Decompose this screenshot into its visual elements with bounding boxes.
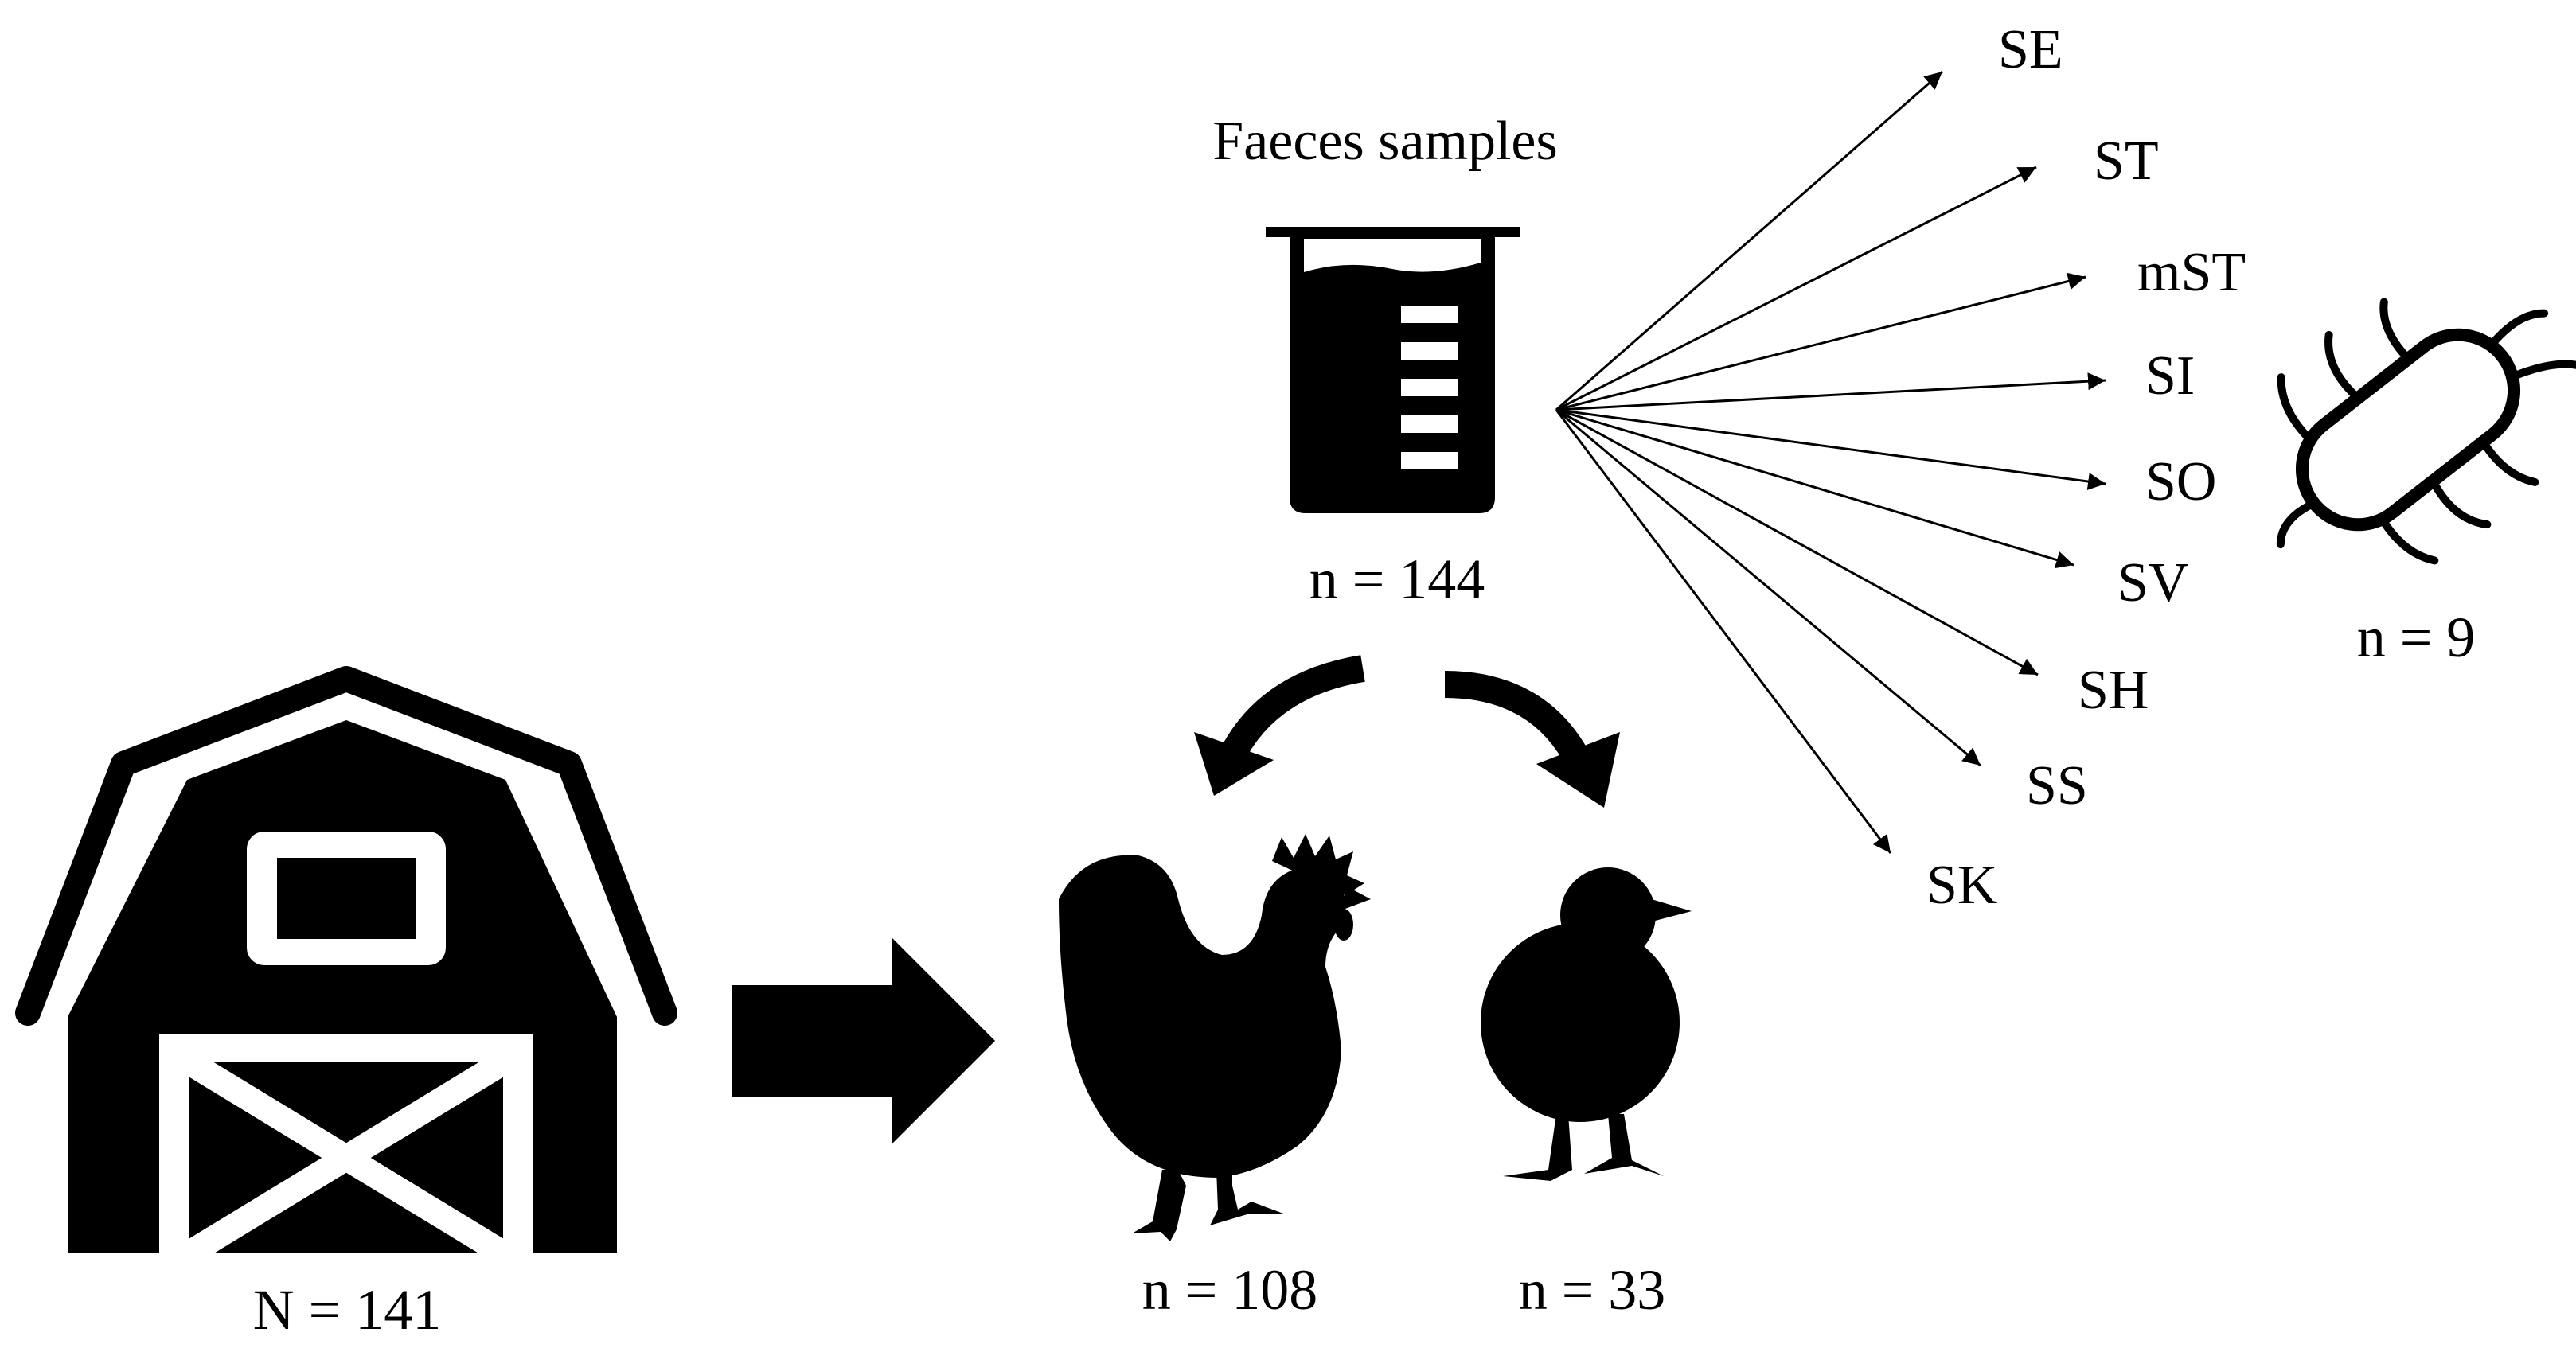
samples-count: n = 144 [1309,547,1485,611]
serovar-label: SK [1926,855,1997,916]
serovar-label: SE [1998,19,2063,80]
barn-icon [15,666,677,1264]
serovar-label: SH [2078,660,2149,721]
hens-count: n = 108 [1142,1258,1318,1322]
hen-icon [1059,834,1371,1241]
beaker-icon [1266,227,1520,513]
chick-icon [1481,867,1692,1181]
curved-arrow-right [1444,671,1620,808]
serovar-label: SV [2117,552,2188,614]
serovar-label: mST [2137,242,2246,303]
chicks-count: n = 33 [1519,1258,1666,1322]
serovar-label: SI [2145,345,2195,407]
curved-arrow-left [1194,655,1365,796]
serovar-label: SS [2026,755,2088,816]
samples-title: Faeces samples [1212,111,1557,172]
serovar-label: SO [2145,451,2216,512]
farm-count: N = 141 [253,1278,442,1342]
bacteria-count: n = 9 [2357,606,2476,669]
right-block-arrow [732,937,995,1144]
serovar-label: ST [2094,131,2159,192]
serovar-arrows [1555,70,2106,854]
bacterium-icon [2276,298,2576,565]
